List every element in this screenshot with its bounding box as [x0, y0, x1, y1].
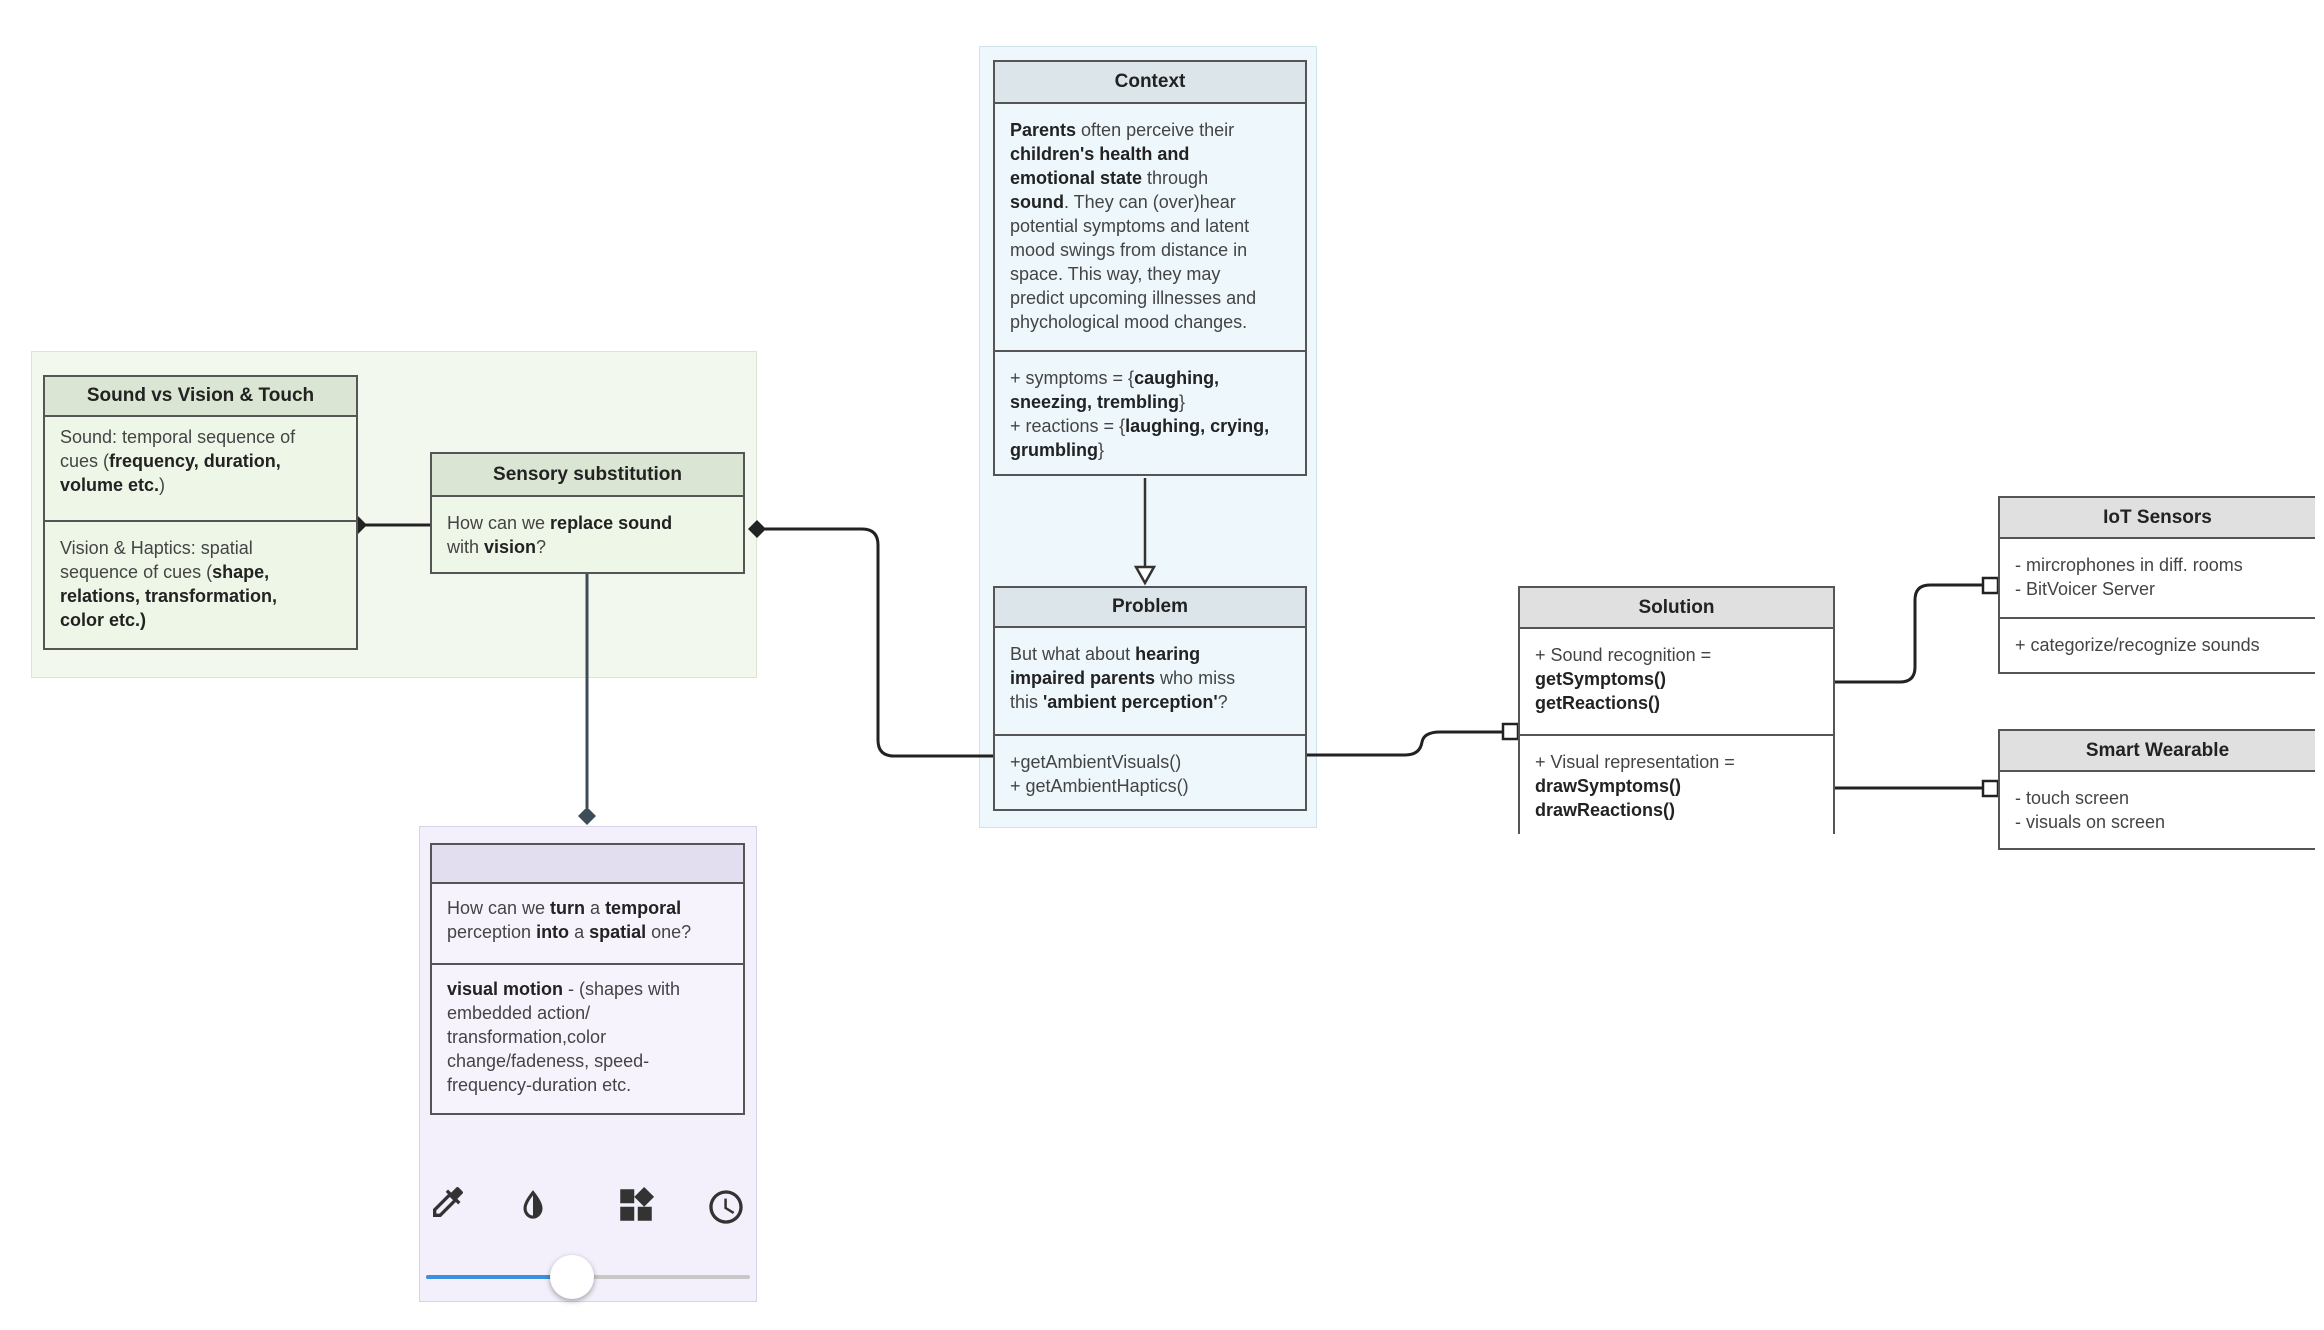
iot-sensors-box[interactable]: IoT Sensors - mircrophones in diff. room…	[1998, 496, 2315, 674]
port-solution	[1501, 722, 1520, 741]
port-iot	[1981, 576, 2000, 595]
contrast-icon[interactable]	[511, 1184, 555, 1228]
iot-sensors-method: + categorize/recognize sounds	[2000, 617, 2315, 667]
connector-solution-to-iot	[1835, 583, 1983, 684]
generalization-arrow	[1133, 565, 1157, 586]
problem-box[interactable]: Problem But what about hearing impaired …	[993, 586, 1307, 811]
problem-description: But what about hearing impaired parents …	[1010, 644, 1236, 712]
sound-vs-vision-box[interactable]: Sound vs Vision & Touch Sound: temporal …	[43, 375, 358, 650]
temporal-spatial-box[interactable]: How can we turn a temporal perception in…	[430, 843, 745, 1115]
vision-description: Vision & Haptics: spatial sequence of cu…	[45, 520, 356, 642]
sound-vs-vision-title: Sound vs Vision & Touch	[45, 377, 356, 417]
problem-methods: +getAmbientVisuals() + getAmbientHaptics…	[995, 734, 1305, 808]
clock-icon[interactable]	[704, 1185, 748, 1229]
temporal-spatial-title	[432, 845, 743, 884]
slider-thumb[interactable]	[550, 1255, 594, 1299]
sensory-substitution-box[interactable]: Sensory substitution How can we replace …	[430, 452, 745, 574]
eyedropper-icon[interactable]	[426, 1180, 470, 1224]
smart-wearable-title: Smart Wearable	[2000, 731, 2315, 772]
context-box[interactable]: Context Parents often perceive their chi…	[993, 60, 1307, 476]
context-title: Context	[995, 62, 1305, 104]
port-wearable	[1981, 779, 2000, 798]
sensory-substitution-title: Sensory substitution	[432, 454, 743, 497]
sound-description: Sound: temporal sequence of cues (freque…	[60, 427, 296, 495]
problem-title: Problem	[995, 588, 1305, 628]
connector-sensory-to-problem	[760, 527, 993, 758]
sensory-question: How can we replace sound with vision?	[447, 513, 673, 557]
smart-wearable-attributes: - touch screen - visuals on screen	[2015, 788, 2166, 832]
iot-sensors-title: IoT Sensors	[2000, 498, 2315, 539]
solution-visual: + Visual representation = drawSymptoms()…	[1520, 734, 1833, 832]
smart-wearable-box[interactable]: Smart Wearable - touch screen - visuals …	[1998, 729, 2315, 850]
temporal-question: How can we turn a temporal perception in…	[447, 898, 692, 942]
solution-recognition: + Sound recognition = getSymptoms() getR…	[1535, 645, 1712, 713]
composition-diamond-sensory	[748, 520, 766, 538]
context-description: Parents often perceive their children's …	[1010, 120, 1257, 332]
slider-fill	[426, 1275, 572, 1279]
connector-problem-to-solution	[1307, 730, 1503, 757]
iot-sensors-attributes: - mircrophones in diff. rooms - BitVoice…	[2015, 555, 2243, 599]
solution-title: Solution	[1520, 588, 1833, 629]
context-attributes: + symptoms = {caughing, sneezing, trembl…	[995, 350, 1305, 472]
widgets-icon[interactable]	[614, 1183, 658, 1227]
solution-box[interactable]: Solution + Sound recognition = getSympto…	[1518, 586, 1835, 834]
composition-diamond-temporal	[578, 807, 596, 825]
slider[interactable]	[426, 1255, 750, 1299]
temporal-answer: visual motion - (shapes with embedded ac…	[432, 963, 743, 1107]
